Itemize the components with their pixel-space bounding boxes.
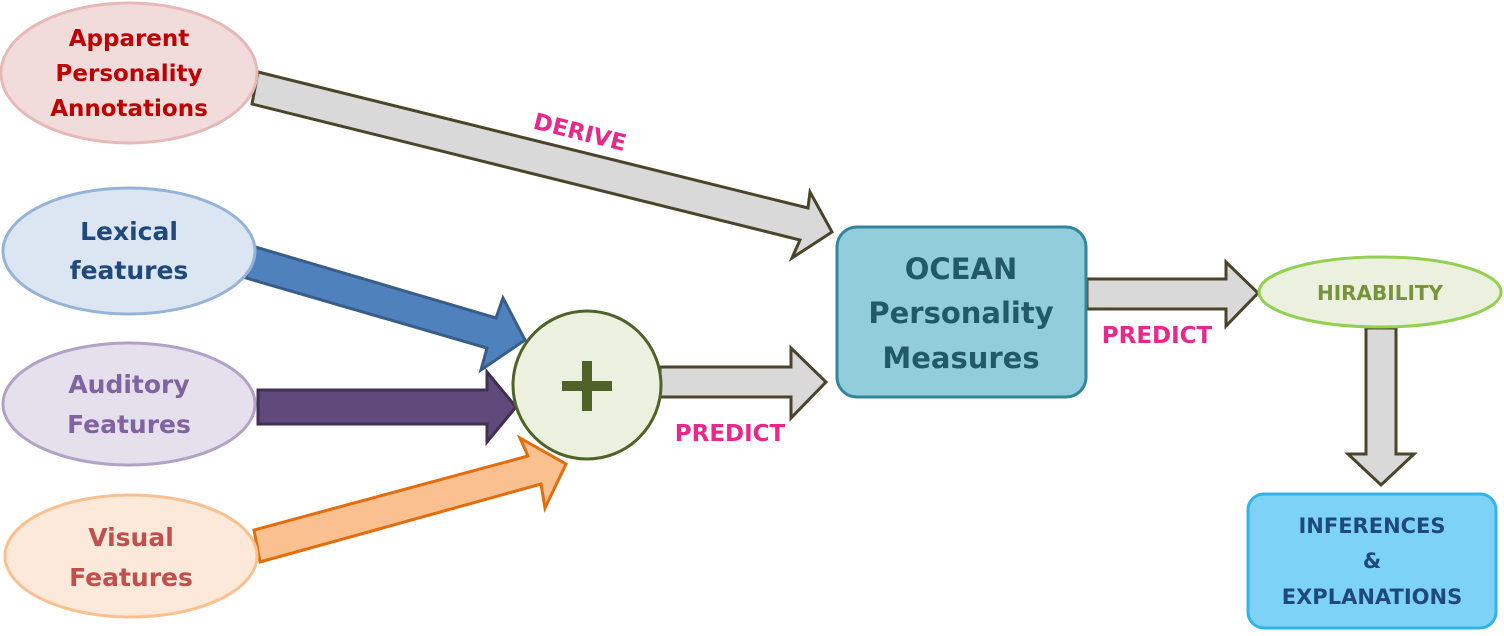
- node-hirability: HIRABILITY: [1257, 255, 1503, 329]
- node-visual-features: Visual Features: [3, 493, 259, 619]
- node-inferences-line-2: &: [1363, 549, 1381, 573]
- node-inferences-line-3: EXPLANATIONS: [1282, 585, 1462, 609]
- arrow-lexical: [244, 244, 527, 374]
- arrow-fusion-to-ocean: [658, 344, 829, 422]
- node-inferences-explanations: INFERENCES & EXPLANATIONS: [1246, 492, 1498, 630]
- node-ocean-line-1: OCEAN: [905, 252, 1017, 286]
- node-auditory-features: Auditory Features: [1, 341, 257, 467]
- node-hirability-label: HIRABILITY: [1317, 281, 1444, 305]
- node-fusion: [511, 309, 663, 461]
- arrow-ocean-to-hirability: [1085, 258, 1261, 330]
- node-apparent-line-2: Personality: [56, 61, 203, 87]
- node-lexical-line-1: Lexical: [80, 217, 178, 246]
- node-auditory-line-2: Features: [67, 410, 191, 439]
- node-ocean-line-3: Measures: [882, 341, 1039, 375]
- arrow-derive: [250, 70, 834, 263]
- node-auditory-line-1: Auditory: [68, 370, 189, 399]
- node-lexical-features: Lexical features: [1, 186, 257, 316]
- node-inferences-line-1: INFERENCES: [1298, 514, 1445, 538]
- node-ocean-line-2: Personality: [868, 296, 1053, 330]
- node-apparent-line-1: Apparent: [69, 26, 190, 52]
- arrow-hirability-to-inferences: [1344, 326, 1418, 488]
- node-ocean-personality-measures: OCEAN Personality Measures: [835, 225, 1088, 399]
- node-visual-line-2: Features: [69, 563, 193, 592]
- arrow-auditory: [256, 367, 518, 447]
- node-visual-line-1: Visual: [88, 523, 174, 552]
- plus-icon: [562, 361, 612, 411]
- arrow-visual: [252, 434, 568, 564]
- node-apparent-line-3: Annotations: [50, 96, 208, 122]
- node-apparent-personality-annotations: Apparent Personality Annotations: [0, 1, 259, 145]
- edge-label-predict-ocean: PREDICT: [1102, 323, 1213, 349]
- node-lexical-line-2: features: [70, 256, 189, 285]
- edge-label-predict-fusion: PREDICT: [675, 421, 786, 447]
